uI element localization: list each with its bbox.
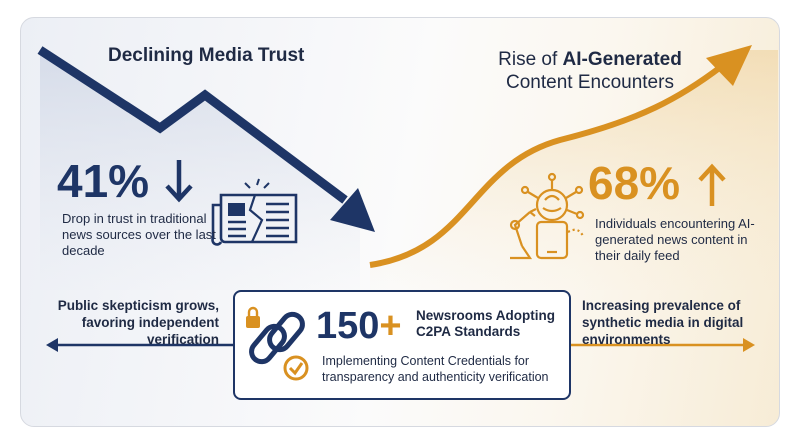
rise-arrowhead	[706, 45, 752, 86]
left-title: Declining Media Trust	[108, 45, 305, 66]
center-stat-title: Newsrooms Adopting C2PA Standards	[416, 308, 556, 339]
decline-trend-line	[37, 46, 348, 204]
lock-icon	[246, 306, 260, 328]
right-title: Rise of AI-Generated Content Encounters	[440, 48, 740, 94]
robot-arm-brain-device-icon	[509, 172, 585, 260]
center-stat-plus: +	[379, 305, 402, 347]
center-stat-number: 150	[316, 305, 380, 347]
left-stat-description: Drop in trust in traditional news source…	[62, 211, 216, 258]
left-stat-value: 41%	[57, 155, 150, 207]
down-arrow-icon	[165, 160, 193, 203]
right-side-note: Increasing prevalence of synthetic media…	[582, 298, 744, 347]
check-badge-icon	[283, 355, 309, 381]
broken-newspaper-icon	[211, 178, 298, 246]
right-title-prefix: Rise of	[498, 49, 563, 70]
center-stat-description: Implementing Content Credentials for tra…	[322, 354, 549, 384]
right-stat-description: Individuals encountering AI-generated ne…	[595, 216, 755, 263]
rise-area	[370, 50, 778, 290]
center-stat-value: 150+	[316, 306, 402, 346]
right-title-line2: Content Encounters	[506, 72, 674, 93]
chain-link-lock-check-icon	[246, 306, 309, 381]
left-side-note: Public skepticism grows, favoring indepe…	[57, 298, 219, 347]
rise-trend-line	[369, 63, 724, 268]
decline-arrowhead	[330, 188, 375, 232]
up-arrow-icon	[698, 163, 726, 206]
right-stat-value: 68%	[588, 157, 681, 209]
left-arrow-connector	[46, 338, 233, 352]
right-title-bold: AI-Generated	[562, 49, 682, 70]
decline-area	[40, 50, 360, 290]
right-arrow-connector	[571, 338, 755, 352]
